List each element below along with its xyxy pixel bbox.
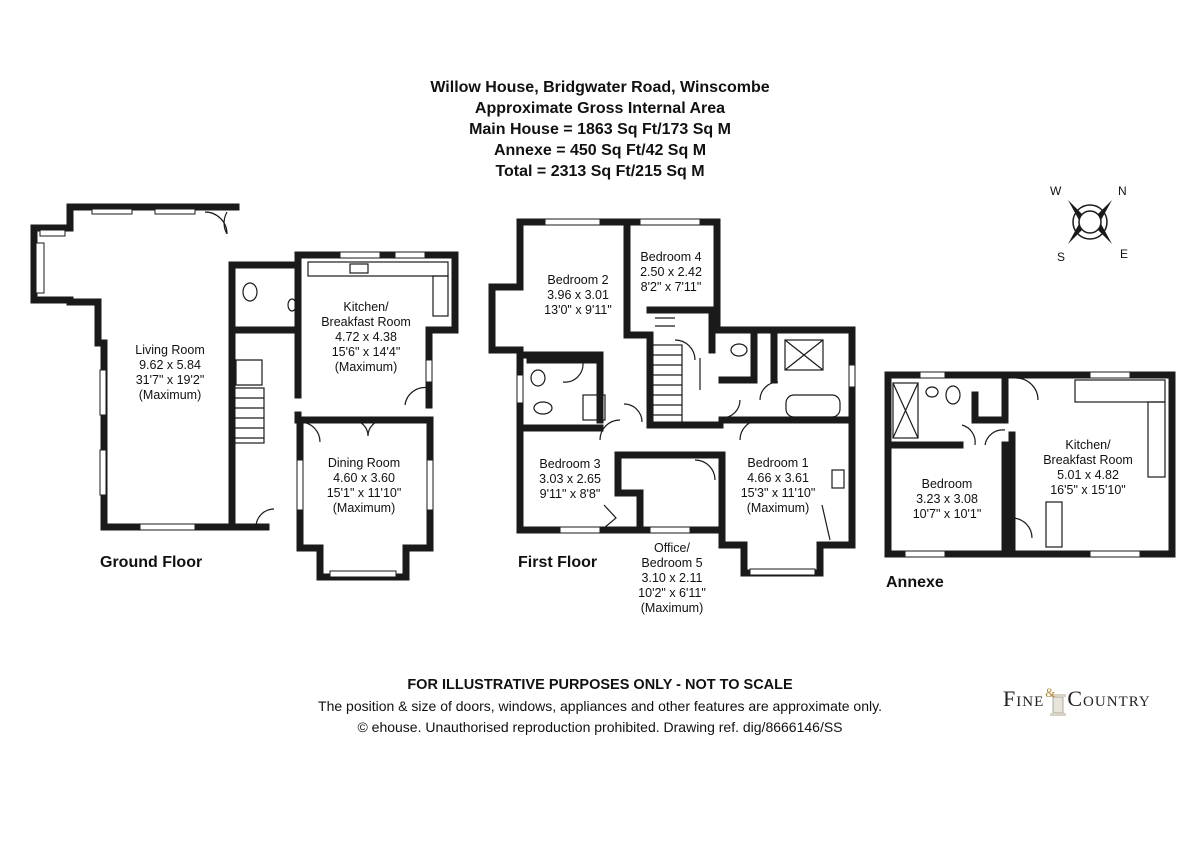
room-name: Office/ (654, 541, 690, 555)
room-name-2: Breakfast Room (1043, 453, 1133, 467)
room-metric: 2.50 x 2.42 (640, 265, 702, 279)
room-name: Bedroom 2 (547, 273, 609, 287)
room-kitchen: Kitchen/ Breakfast Room 4.72 x 4.38 15'6… (321, 300, 411, 375)
compass-east: E (1120, 247, 1129, 261)
compass-north: N (1118, 184, 1127, 198)
room-bedroom-3: Bedroom 3 3.03 x 2.65 9'11" x 8'8" (539, 457, 601, 502)
compass-west: W (1050, 184, 1062, 198)
room-name: Living Room (135, 343, 205, 357)
room-office-bedroom-5: Office/ Bedroom 5 3.10 x 2.11 10'2" x 6'… (638, 541, 706, 616)
room-imperial: 9'11" x 8'8" (539, 487, 601, 501)
main-house-area: Main House = 1863 Sq Ft/173 Sq M (469, 121, 731, 138)
logo-word-country: Country (1067, 686, 1151, 711)
compass-south: S (1057, 250, 1066, 264)
room-note: (Maximum) (640, 601, 704, 615)
room-metric: 4.60 x 3.60 (333, 471, 395, 485)
logo-ampersand: & (1045, 685, 1057, 700)
area-heading: Approximate Gross Internal Area (474, 100, 726, 117)
logo-pillar (1050, 694, 1066, 716)
compass-rose (1068, 200, 1112, 244)
accuracy-note: The position & size of doors, windows, a… (318, 698, 882, 714)
ground-floor-plan (30, 203, 459, 581)
fine-country-logo: Fine&Country (1003, 685, 1151, 712)
room-metric: 3.03 x 2.65 (539, 472, 601, 486)
room-imperial: 8'2" x 7'11" (640, 280, 702, 294)
room-annexe-kitchen: Kitchen/ Breakfast Room 5.01 x 4.82 16'5… (1043, 438, 1133, 498)
room-metric: 4.72 x 4.38 (335, 330, 397, 344)
room-imperial: 15'6" x 14'4" (331, 345, 401, 359)
room-name-2: Bedroom 5 (641, 556, 703, 570)
room-metric: 4.66 x 3.61 (747, 471, 809, 485)
first-floor-plan (488, 218, 856, 577)
room-name: Bedroom 3 (539, 457, 601, 471)
room-annexe-bedroom: Bedroom 3.23 x 3.08 10'7" x 10'1" (913, 477, 982, 522)
room-note: (Maximum) (332, 501, 396, 515)
room-imperial: 10'2" x 6'11" (638, 586, 706, 600)
room-name: Kitchen/ (1065, 438, 1111, 452)
room-name: Bedroom 4 (640, 250, 702, 264)
footer-copyright: © ehouse. Unauthorised reproduction proh… (0, 719, 1200, 735)
property-title: Willow House, Bridgwater Road, Winscombe (430, 79, 770, 96)
room-name: Kitchen/ (343, 300, 389, 314)
annexe-label: Annexe (886, 574, 944, 591)
room-metric: 9.62 x 5.84 (139, 358, 201, 372)
room-imperial: 15'3" x 11'10" (740, 486, 816, 500)
room-bedroom-2: Bedroom 2 3.96 x 3.01 13'0" x 9'11" (544, 273, 612, 318)
room-name: Bedroom (921, 477, 973, 491)
room-note: (Maximum) (746, 501, 810, 515)
room-imperial: 13'0" x 9'11" (544, 303, 612, 317)
room-name: Bedroom 1 (747, 456, 809, 470)
ground-floor-label: Ground Floor (100, 554, 203, 571)
copyright-text: © ehouse. Unauthorised reproduction proh… (357, 719, 843, 735)
room-bedroom-4: Bedroom 4 2.50 x 2.42 8'2" x 7'11" (640, 250, 702, 295)
room-bedroom-1: Bedroom 1 4.66 x 3.61 15'3" x 11'10" (Ma… (741, 456, 816, 516)
room-imperial: 10'7" x 10'1" (912, 507, 982, 521)
room-metric: 3.10 x 2.11 (641, 571, 703, 585)
room-living: Living Room 9.62 x 5.84 31'7" x 19'2" (M… (135, 343, 204, 403)
room-note: (Maximum) (334, 360, 398, 374)
room-imperial: 15'1" x 11'10" (326, 486, 402, 500)
annexe-plan (884, 371, 1176, 558)
room-metric: 3.23 x 3.08 (916, 492, 978, 506)
plan-header: Willow House, Bridgwater Road, Winscombe… (0, 77, 1200, 182)
disclaimer: FOR ILLUSTRATIVE PURPOSES ONLY - NOT TO … (0, 677, 1200, 693)
disclaimer-heading: FOR ILLUSTRATIVE PURPOSES ONLY - NOT TO … (407, 677, 793, 693)
room-imperial: 31'7" x 19'2" (135, 373, 205, 387)
room-metric: 5.01 x 4.82 (1057, 468, 1119, 482)
annexe-area: Annexe = 450 Sq Ft/42 Sq M (493, 142, 707, 159)
room-name: Dining Room (327, 456, 401, 470)
room-imperial: 16'5" x 15'10" (1050, 483, 1126, 497)
total-area: Total = 2313 Sq Ft/215 Sq M (495, 163, 705, 180)
room-metric: 3.96 x 3.01 (547, 288, 609, 302)
room-note: (Maximum) (138, 388, 202, 402)
first-floor-label: First Floor (518, 554, 598, 571)
room-name-2: Breakfast Room (321, 315, 411, 329)
footer-note: The position & size of doors, windows, a… (0, 698, 1200, 714)
logo-word-fine: Fine (1003, 686, 1045, 711)
room-dining: Dining Room 4.60 x 3.60 15'1" x 11'10" (… (327, 456, 402, 516)
